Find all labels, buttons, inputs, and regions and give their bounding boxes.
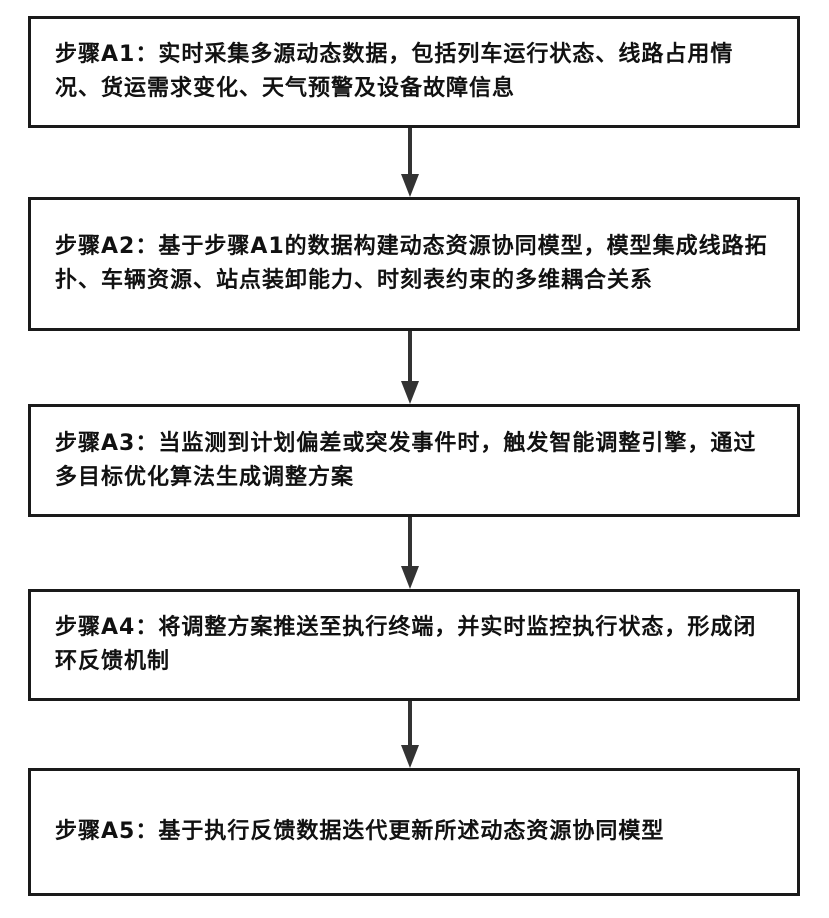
step-box-a2: 步骤A2：基于步骤A1的数据构建动态资源协同模型，模型集成线路拓扑、车辆资源、站…: [28, 197, 800, 331]
step-box-a5: 步骤A5：基于执行反馈数据迭代更新所述动态资源协同模型: [28, 768, 800, 896]
step-box-a1: 步骤A1：实时采集多源动态数据，包括列车运行状态、线路占用情况、货运需求变化、天…: [28, 16, 800, 128]
arrow-down-icon: [398, 517, 422, 589]
arrow-down-icon: [398, 701, 422, 768]
arrow-a2-to-a3: [398, 331, 422, 404]
arrow-down-icon: [398, 128, 422, 197]
step-box-a4: 步骤A4：将调整方案推送至执行终端，并实时监控执行状态，形成闭环反馈机制: [28, 589, 800, 701]
step-text-a4: 步骤A4：将调整方案推送至执行终端，并实时监控执行状态，形成闭环反馈机制: [55, 611, 773, 679]
step-text-a5: 步骤A5：基于执行反馈数据迭代更新所述动态资源协同模型: [55, 815, 664, 849]
step-box-a3: 步骤A3：当监测到计划偏差或突发事件时，触发智能调整引擎，通过多目标优化算法生成…: [28, 404, 800, 517]
arrow-down-icon: [398, 331, 422, 404]
step-text-a3: 步骤A3：当监测到计划偏差或突发事件时，触发智能调整引擎，通过多目标优化算法生成…: [55, 427, 773, 495]
arrow-a1-to-a2: [398, 128, 422, 197]
arrow-a3-to-a4: [398, 517, 422, 589]
arrow-a4-to-a5: [398, 701, 422, 768]
step-text-a1: 步骤A1：实时采集多源动态数据，包括列车运行状态、线路占用情况、货运需求变化、天…: [55, 38, 773, 106]
step-text-a2: 步骤A2：基于步骤A1的数据构建动态资源协同模型，模型集成线路拓扑、车辆资源、站…: [55, 230, 773, 298]
